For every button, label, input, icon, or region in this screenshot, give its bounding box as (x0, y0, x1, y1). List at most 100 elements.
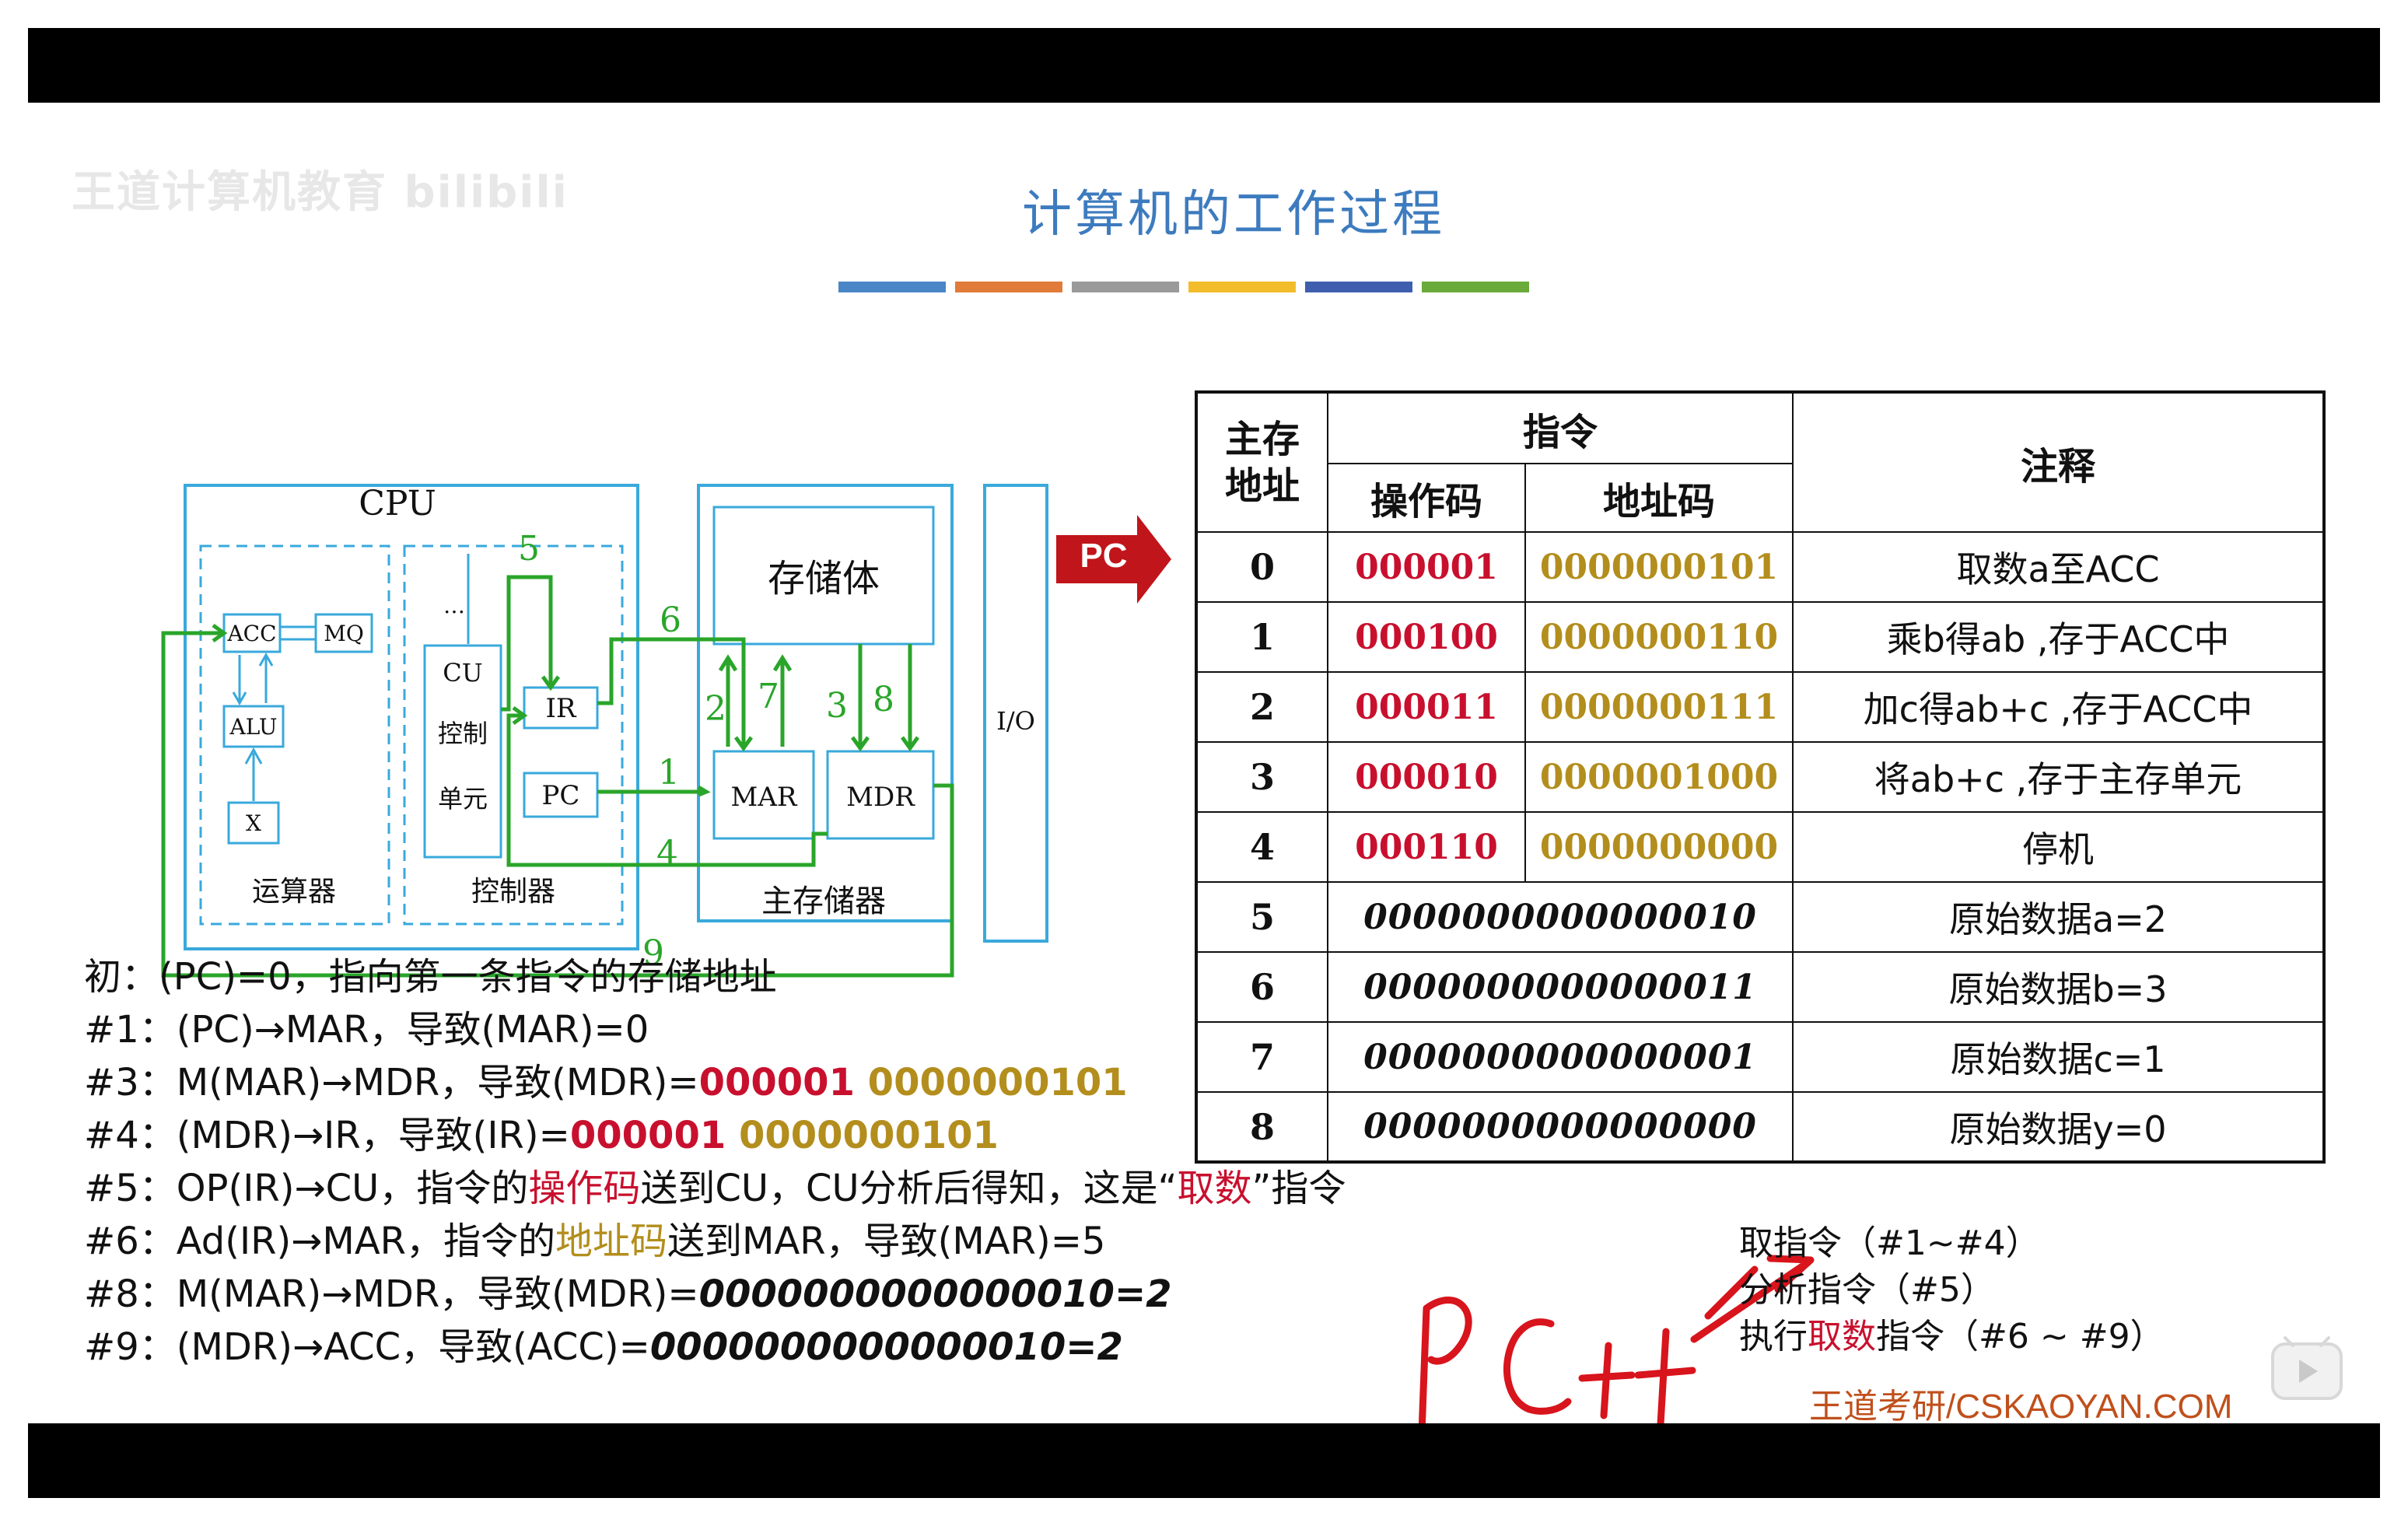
step-8: #8：M(MAR)→MDR，导致(MDR)=0000000000000010=2 (84, 1263, 1172, 1318)
letterbox-top (28, 28, 2380, 103)
step-text: #5：OP(IR)→CU，指令的 (84, 1167, 529, 1210)
row-addrcode: 0000000000 (1524, 811, 1794, 883)
row-addr: 4 (1195, 811, 1328, 883)
step-highlight: 地址码 (555, 1220, 668, 1263)
step-text: #6：Ad(IR)→MAR，指令的 (84, 1220, 556, 1263)
x-label: X (246, 810, 261, 836)
step-highlight: 操作码 (528, 1167, 641, 1210)
table-row: 0 000001 0000000101 取数a至ACC (1195, 531, 2325, 603)
footer-brand: 王道考研/CSKAOYAN.COM (1809, 1388, 2233, 1426)
controller-box (403, 544, 624, 926)
path-8-label: 8 (873, 680, 894, 719)
row-note: 原始数据y=0 (1792, 1091, 2325, 1163)
memory-table: 主存 地址 指令 注释 操作码 地址码 0 000001 0000000101 … (1195, 390, 2326, 1164)
mar-label: MAR (731, 782, 798, 813)
row-note: 加c得ab+c ,存于ACC中 (1792, 671, 2325, 743)
phase-highlight: 取数 (1808, 1317, 1876, 1356)
phase-execute: 执行取数指令（#6 ~ #9） (1739, 1308, 2165, 1358)
slide: 王道计算机教育 bilibili 计算机的工作过程 CPU 运算器 控制器 AC… (28, 103, 2380, 1468)
row-note: 将ab+c ,存于主存单元 (1792, 741, 2325, 813)
computer-diagram: CPU 运算器 控制器 ACC MQ ALU X (129, 398, 1048, 978)
table-row: 5 0000000000000010 原始数据a=2 (1195, 881, 2325, 953)
pc-label: PC (542, 780, 580, 811)
row-addr: 0 (1195, 531, 1328, 603)
row-data: 0000000000000001 (1327, 1021, 1794, 1093)
cpu-label: CPU (359, 484, 436, 523)
phase-text: 执行 (1739, 1317, 1808, 1356)
step-text: #4：(MDR)→IR，导致(IR)= (84, 1114, 570, 1157)
video-frame: 王道计算机教育 bilibili 计算机的工作过程 CPU 运算器 控制器 AC… (28, 28, 2380, 1498)
ir-box (523, 686, 599, 730)
play-icon[interactable] (2268, 1332, 2346, 1409)
cu-text-2: 单元 (438, 784, 488, 814)
controller-label: 控制器 (471, 876, 555, 908)
path-5 (501, 575, 553, 712)
step-text: #9：(MDR)→ACC，导致(ACC)= (84, 1325, 650, 1369)
main-memory-label: 主存储器 (761, 884, 886, 919)
mq-box (314, 613, 373, 653)
alu-label: ALU (229, 714, 278, 740)
path-6 (597, 637, 746, 747)
mar-box (712, 750, 815, 840)
step-9: #9：(MDR)→ACC，导致(ACC)=0000000000000010=2 (84, 1316, 1123, 1370)
path-9 (161, 631, 954, 978)
step-text: ”指令 (1251, 1167, 1346, 1210)
io-label: I/O (996, 706, 1035, 736)
row-opcode: 000010 (1327, 741, 1526, 813)
path-7-label: 7 (758, 677, 779, 716)
row-data: 0000000000000010 (1327, 881, 1794, 953)
row-opcode: 000100 (1327, 601, 1526, 673)
path-6-label: 6 (660, 600, 681, 640)
step-3: #3：M(MAR)→MDR，导致(MDR)=000001 0000000101 (84, 1052, 1128, 1106)
header-note: 注释 (1792, 391, 2325, 533)
step-addrcode: 0000000101 (726, 1114, 999, 1157)
ir-label: IR (545, 693, 576, 724)
step-addrcode: 0000000101 (854, 1061, 1128, 1104)
step-text: 送到CU，CU分析后得知，这是“ (640, 1167, 1178, 1210)
step-value: 0000000000000010=2 (649, 1325, 1123, 1369)
acc-box (222, 613, 282, 653)
row-data: 0000000000000011 (1327, 951, 1794, 1023)
step-text: #8：M(MAR)→MDR，导致(MDR)= (84, 1272, 699, 1316)
title-stripes (838, 282, 1529, 292)
table-row: 4 000110 0000000000 停机 (1195, 811, 2325, 883)
storage-label: 存储体 (768, 557, 880, 600)
row-addrcode: 0000000101 (1524, 531, 1794, 603)
row-note: 乘b得ab ,存于ACC中 (1792, 601, 2325, 673)
title-stripe (955, 282, 1062, 292)
row-note: 停机 (1792, 811, 2325, 883)
row-note: 原始数据a=2 (1792, 881, 2325, 953)
row-opcode: 000001 (1327, 531, 1526, 603)
alu-box (222, 705, 285, 748)
step-init: 初：(PC)=0，指向第一条指令的存储地址 (84, 946, 777, 1000)
row-addr: 6 (1195, 951, 1328, 1023)
cu-label: CU (443, 658, 482, 688)
step-value: 0000000000000010=2 (698, 1272, 1172, 1316)
phase-fetch: 取指令（#1~#4） (1739, 1223, 2040, 1263)
step-1: #1：(PC)→MAR，导致(MAR)=0 (84, 999, 649, 1053)
main-memory-box (697, 484, 954, 922)
step-text: #3：M(MAR)→MDR，导致(MDR)= (84, 1061, 699, 1104)
io-box (983, 484, 1048, 943)
path-4 (506, 713, 828, 867)
table-row: 1 000100 0000000110 乘b得ab ,存于ACC中 (1195, 601, 2325, 673)
path-5-label: 5 (518, 529, 540, 569)
row-addr: 1 (1195, 601, 1328, 673)
title-stripe (1422, 282, 1529, 292)
storage-box (712, 506, 935, 646)
row-addrcode: 0000000110 (1524, 601, 1794, 673)
row-addrcode: 0000001000 (1524, 741, 1794, 813)
header-addr: 主存 地址 (1195, 391, 1328, 533)
path-2-label: 2 (705, 689, 726, 729)
table-row: 7 0000000000000001 原始数据c=1 (1195, 1021, 2325, 1093)
title-stripe (1072, 282, 1179, 292)
step-text: #1：(PC)→MAR，导致(MAR)=0 (84, 1008, 649, 1052)
header-addr-line2: 地址 (1224, 464, 1300, 508)
x-box (227, 801, 280, 845)
row-addrcode: 0000000111 (1524, 671, 1794, 743)
mq-label: MQ (324, 621, 364, 646)
pc-pointer-label: PC (1080, 537, 1128, 575)
cu-dots: … (443, 593, 465, 618)
path-3-label: 3 (826, 686, 848, 726)
table-row: 3 000010 0000001000 将ab+c ,存于主存单元 (1195, 741, 2325, 813)
